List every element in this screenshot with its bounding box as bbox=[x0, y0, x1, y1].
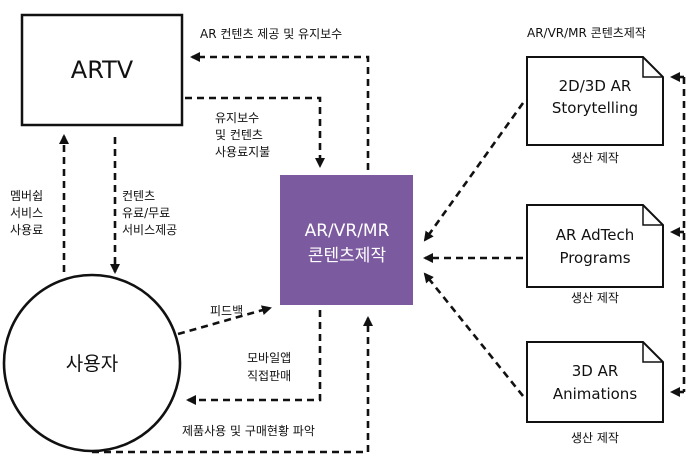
label-mobile-1: 모바일앱 bbox=[247, 351, 291, 365]
doc-storytelling-line1: 2D/3D AR bbox=[559, 77, 632, 95]
doc-adtech-fold bbox=[642, 205, 663, 226]
production-label-1: 생산 제작 bbox=[571, 151, 619, 165]
production-label-2: 생산 제작 bbox=[571, 291, 619, 305]
label-feedback: 피드백 bbox=[210, 304, 243, 318]
doc-storytelling-fold bbox=[642, 57, 663, 78]
arrow-feedback bbox=[177, 305, 272, 336]
doc-storytelling-line2: Storytelling bbox=[552, 99, 638, 117]
production-label-3: 생산 제작 bbox=[571, 431, 619, 445]
label-membership-2: 서비스 bbox=[10, 206, 43, 220]
doc-animations bbox=[526, 341, 664, 423]
arrow-doc3-center bbox=[423, 272, 525, 397]
label-content-service-3: 서비스제공 bbox=[122, 223, 177, 237]
doc-adtech-line2: Programs bbox=[559, 249, 630, 267]
label-maint-2: 및 컨텐츠 bbox=[215, 128, 263, 142]
label-membership-3: 사용료 bbox=[10, 223, 43, 237]
label-membership-1: 멤버쉽 bbox=[10, 189, 43, 203]
doc-adtech-line1: AR AdTech bbox=[556, 226, 635, 244]
label-usage-tracking: 제품사용 및 구매현황 파악 bbox=[182, 424, 315, 438]
arrow-mobile-app bbox=[186, 310, 322, 405]
arrow-content-maintenance bbox=[190, 52, 370, 170]
doc-animations-fold bbox=[642, 342, 663, 363]
label-content-service-1: 컨텐츠 bbox=[122, 189, 155, 203]
center-label-line2: 콘텐츠제작 bbox=[308, 246, 387, 266]
right-title: AR/VR/MR 콘텐츠제작 bbox=[527, 26, 646, 40]
doc-animations-line1: 3D AR bbox=[572, 362, 619, 380]
label-maint-3: 사용료지불 bbox=[215, 145, 270, 159]
artv-box bbox=[20, 13, 184, 127]
arrow-maintenance-fee bbox=[185, 96, 325, 168]
label-mobile-2: 직접판매 bbox=[247, 369, 291, 383]
doc-adtech bbox=[526, 204, 664, 288]
user-label: 사용자 bbox=[66, 353, 118, 375]
arrow-usage-tracking bbox=[92, 316, 373, 454]
artv-label: ARTV bbox=[71, 56, 134, 84]
center-box bbox=[280, 175, 413, 305]
label-content-maintenance: AR 컨텐츠 제공 및 유지보수 bbox=[200, 27, 342, 41]
label-content-service-2: 유료/무료 bbox=[122, 206, 170, 220]
doc-animations-line2: Animations bbox=[553, 385, 637, 403]
arrow-doc1-center bbox=[423, 102, 525, 242]
label-maint-1: 유지보수 bbox=[215, 111, 259, 125]
center-label-line1: AR/VR/MR bbox=[305, 221, 390, 241]
doc-storytelling bbox=[526, 56, 664, 146]
